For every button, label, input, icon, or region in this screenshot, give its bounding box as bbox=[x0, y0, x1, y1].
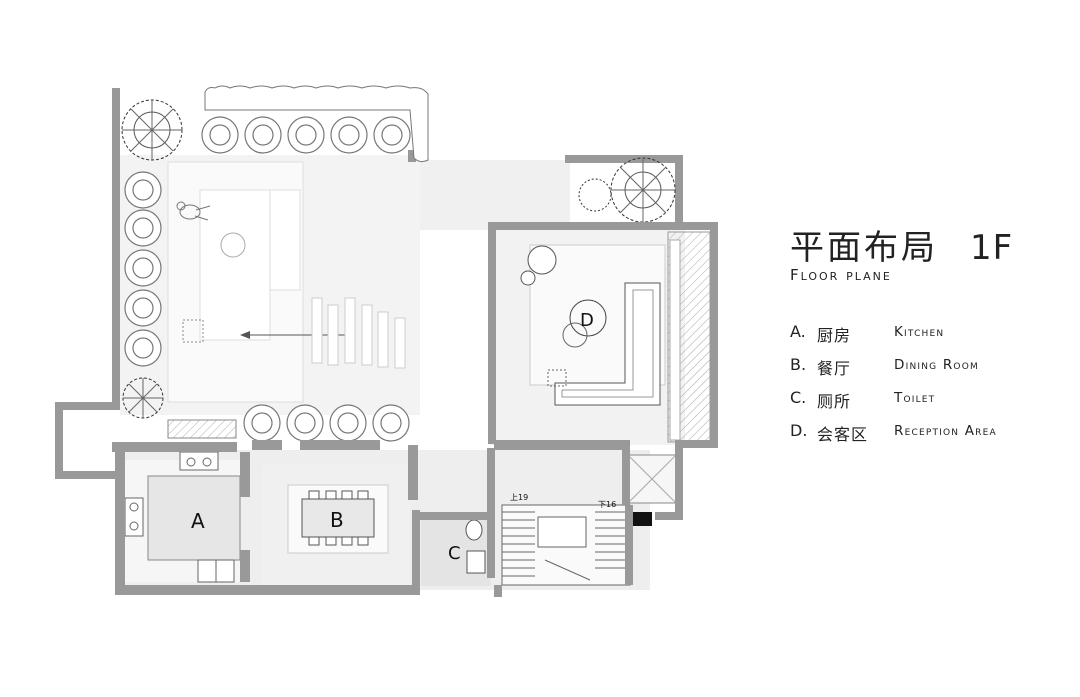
room-label-a: A bbox=[191, 509, 205, 533]
legend-code: A. bbox=[790, 322, 806, 341]
floor-number: 1F bbox=[970, 228, 1014, 268]
hedge-row bbox=[204, 85, 429, 163]
legend-cn: 餐厅 bbox=[817, 359, 852, 378]
room-label-c: C bbox=[448, 543, 461, 564]
reception-room bbox=[488, 222, 718, 448]
garden-walls bbox=[55, 88, 683, 479]
legend-code: C. bbox=[790, 388, 807, 407]
terrace-area bbox=[120, 155, 570, 415]
legend-code: B. bbox=[790, 355, 807, 374]
legend-cn: 厕所 bbox=[817, 392, 852, 411]
legend-cn: 厨房 bbox=[817, 326, 852, 345]
legend-code: D. bbox=[790, 421, 808, 440]
legend-en: Reception Area bbox=[894, 423, 997, 439]
plan-subtitle: Floor plane bbox=[790, 266, 892, 284]
legend-en: Dining Room bbox=[894, 357, 979, 373]
plan-title: 平面布局 1F bbox=[790, 220, 1013, 269]
shrubs bbox=[124, 116, 411, 442]
plan-title-text: 平面布局 bbox=[790, 228, 938, 268]
legend-en: Kitchen bbox=[894, 324, 945, 340]
legend-en: Toilet bbox=[894, 390, 936, 406]
legend-cn: 会客区 bbox=[817, 425, 869, 444]
stair-down-label: 下16 bbox=[598, 500, 616, 509]
stair-up-label: 上19 bbox=[510, 493, 528, 502]
room-label-d: D bbox=[580, 310, 594, 331]
house-lower bbox=[112, 419, 683, 597]
room-label-b: B bbox=[330, 508, 344, 532]
floor-plan: A B C D 上19 下16 bbox=[55, 85, 718, 597]
